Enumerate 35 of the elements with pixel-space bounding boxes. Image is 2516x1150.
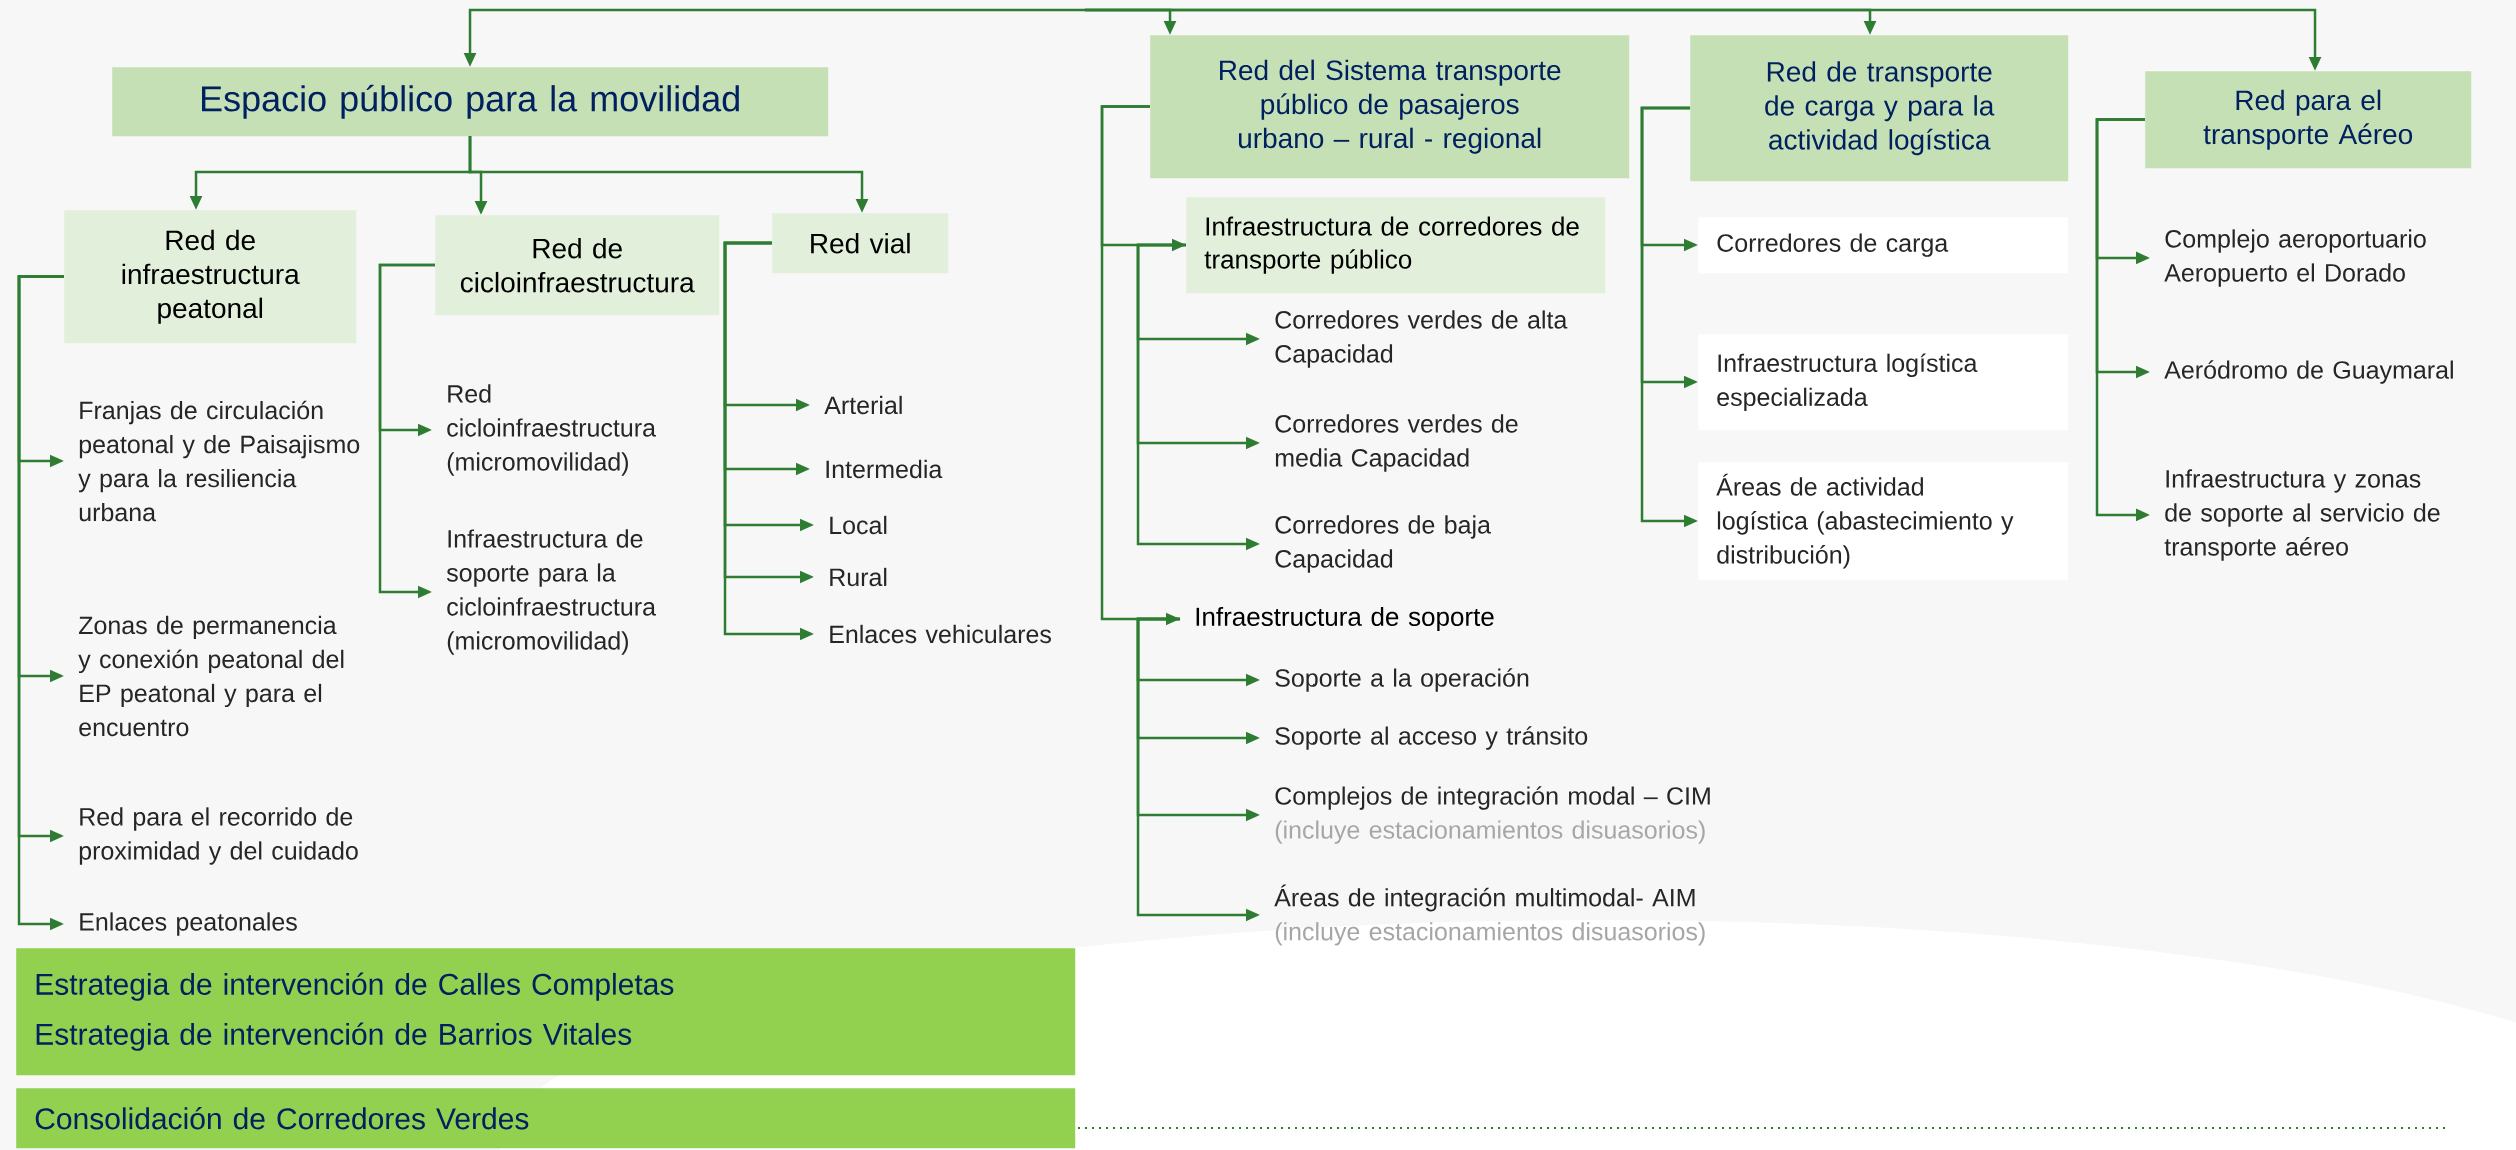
category-box: Red para el transporte Aéreo [2145, 71, 2472, 169]
item-box: Infraestructura logística especializada [1698, 334, 2069, 431]
item-label: Enlaces peatonales [80, 912, 297, 936]
subcategory-box: Infraestructura de corredores de transporte público [1186, 197, 1606, 294]
item-label: Complejos de integración modal – CIM (incluye estacionamientos disuasorios) [1275, 786, 1710, 844]
item-label: Arterial [824, 395, 902, 415]
item-label: Infraestructura y zonas de soporte al servicio de transporte aéreo [2164, 469, 2440, 561]
item-label: Corredores verdes de alta Capacidad [1275, 310, 1568, 368]
item-label: Enlaces vehiculares [830, 624, 1051, 644]
category-box: Red del Sistema transporte público de pasajeros urbano – rural - regional [1150, 35, 1630, 179]
item-box: Áreas de actividad logística (abastecimiento y distribución) [1698, 462, 2069, 581]
subcategory-box: Red vial [772, 213, 949, 274]
item-box: Corredores de carga [1698, 217, 2069, 274]
strategy-band: Consolidación de Corredores Verdes [16, 1088, 1076, 1149]
section-label: Infraestructura de soporte [1196, 606, 1494, 632]
item-label: Red para el recorrido de proximidad y del cuidado [79, 807, 358, 865]
item-label: Franjas de circulación peatonal y de Paisajismo y para la resiliencia urbana [78, 400, 360, 522]
item-label: Zonas de permanencia y conexión peatonal del EP peatonal y para el encuentro [78, 615, 344, 737]
item-label: Soporte a la operación [1275, 668, 1529, 692]
item-label: Áreas de integración multimodal- AIM (incluye estacionamientos disuasorios) [1274, 884, 1705, 946]
item-label: Intermedia [826, 459, 943, 479]
item-label: Aeródromo de Guaymaral [2164, 360, 2453, 384]
item-label: Rural [830, 567, 887, 587]
item-label: Red cicloinfraestructura (micromovilidad) [447, 384, 656, 476]
category-box: Red de transporte de carga y para la actividad logística [1690, 35, 2069, 182]
item-label: Complejo aeroportuario Aeropuerto el Dorado [2164, 229, 2426, 287]
item-label: Soporte al acceso y tránsito [1275, 726, 1588, 750]
category-box: Espacio público para la movilidad [112, 67, 829, 137]
item-label: Corredores de baja Capacidad [1275, 515, 1491, 573]
item-label: Infraestructura de soporte para la cicloinfraestructura (micromovilidad) [446, 529, 656, 655]
subcategory-box: Red de infraestructura peatonal [64, 210, 357, 344]
item-label: Local [830, 515, 887, 535]
item-label: Corredores verdes de media Capacidad [1275, 414, 1518, 472]
subcategory-box: Red de cicloinfraestructura [435, 215, 720, 316]
strategy-band: Estrategia de intervención de Calles Completas Estrategia de intervención de Barrios Vitales [16, 948, 1076, 1076]
